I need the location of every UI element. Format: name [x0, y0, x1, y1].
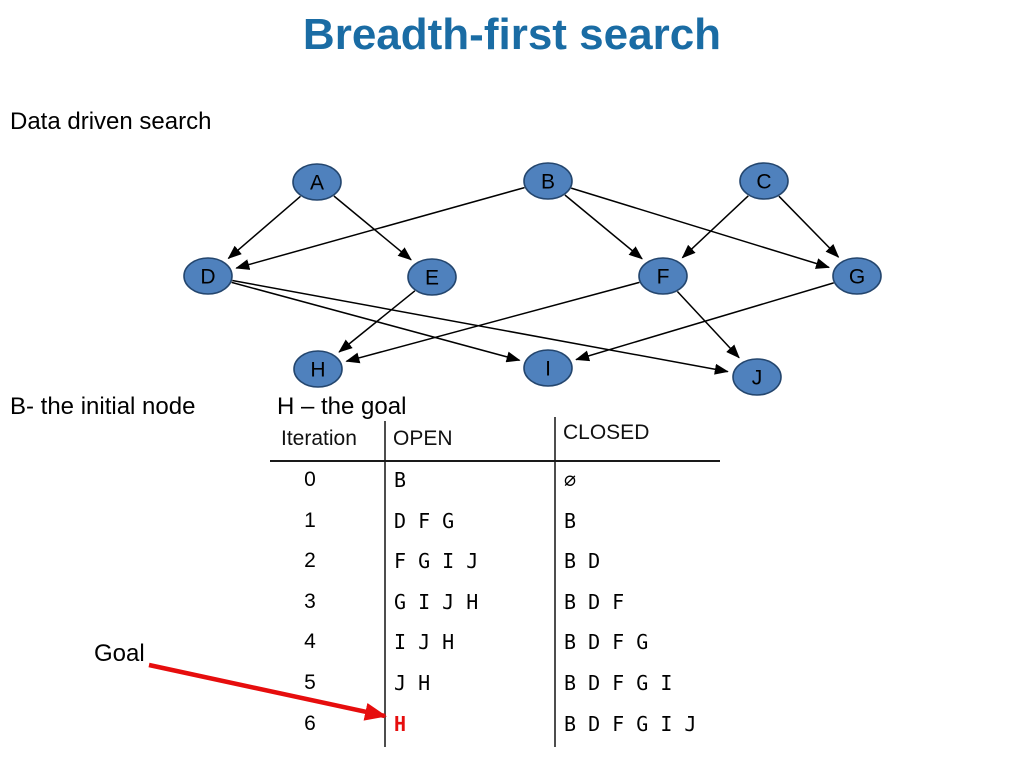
column-header-iteration: Iteration: [281, 427, 357, 450]
goal-node-label: H – the goal: [277, 393, 407, 420]
row-3-closed: B D F: [564, 590, 625, 614]
row-6-closed: B D F G I J: [564, 712, 697, 736]
page-title: Breadth-first search: [302, 10, 722, 59]
row-6-open: H: [394, 712, 407, 736]
table-divider-vertical-2: [554, 417, 556, 747]
column-header-closed: CLOSED: [563, 421, 650, 444]
goal-annotation-label: Goal: [94, 640, 145, 667]
row-0-open: B: [394, 468, 407, 492]
row-2-iteration: 2: [304, 549, 316, 572]
column-header-open: OPEN: [393, 427, 453, 450]
table-header-rule: [270, 460, 720, 462]
row-5-open: J H: [394, 671, 431, 695]
row-5-closed: B D F G I: [564, 671, 673, 695]
row-2-open: F G I J: [394, 549, 479, 573]
row-4-closed: B D F G: [564, 630, 649, 654]
row-2-closed: B D: [564, 549, 601, 573]
row-3-open: G I J H: [394, 590, 479, 614]
subtitle: Data driven search: [10, 108, 212, 135]
row-0-iteration: 0: [304, 468, 316, 491]
row-1-iteration: 1: [304, 509, 316, 532]
row-1-open: D F G: [394, 509, 455, 533]
row-6-iteration: 6: [304, 712, 316, 735]
row-4-iteration: 4: [304, 630, 316, 653]
row-1-closed: B: [564, 509, 577, 533]
row-4-open: I J H: [394, 630, 455, 654]
table-divider-vertical-1: [384, 421, 386, 747]
row-3-iteration: 3: [304, 590, 316, 613]
row-5-iteration: 5: [304, 671, 316, 694]
row-0-closed: ∅: [564, 468, 577, 492]
initial-node-label: B- the initial node: [10, 393, 196, 420]
